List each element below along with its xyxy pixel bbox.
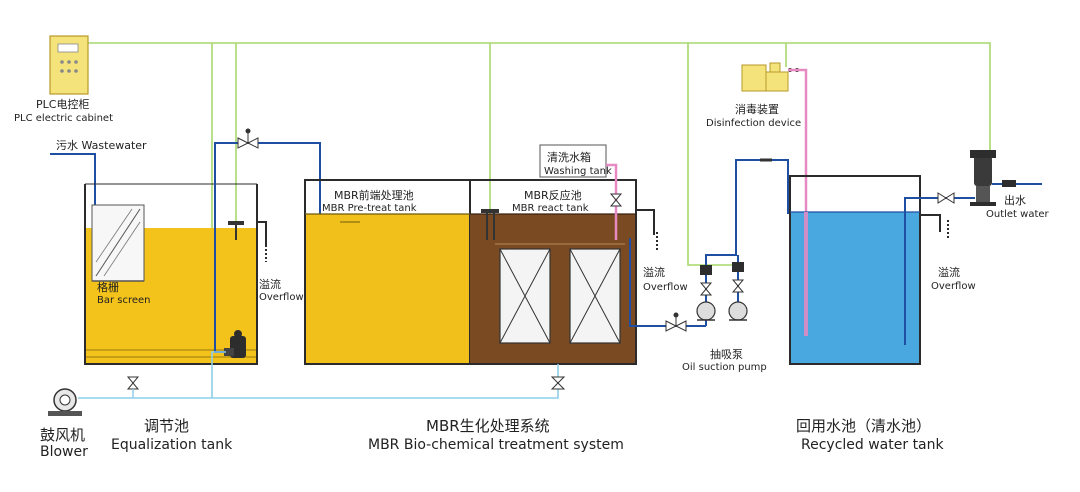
air-pipe-react (260, 364, 559, 399)
plc-label-cn: PLC电控柜 (36, 97, 89, 111)
recycled-tank-water (790, 212, 920, 364)
suction-label-cn: 抽吸泵 (710, 347, 743, 361)
disinfection-label-en: Disinfection device (706, 118, 801, 129)
membrane-module-1 (499, 248, 551, 344)
suction-outlet-pipe (705, 159, 790, 326)
blower-label-cn: 鼓风机 (40, 426, 85, 444)
blower (48, 388, 82, 416)
pretreat-label-cn: MBR前端处理池 (334, 188, 414, 202)
pretreat-label-en: MBR Pre-treat tank (322, 203, 417, 214)
gate-valve-1 (237, 128, 259, 149)
washing-label-en: Washing tank (544, 166, 612, 177)
equalization-title-en: Equalization tank (111, 437, 233, 453)
gate-valve-outlet (937, 192, 955, 204)
suction-pump-1 (696, 265, 716, 321)
overflow-label-3-en: Overflow (931, 281, 976, 292)
wastewater-pipe (50, 153, 96, 228)
mbr-system-title-cn: MBR生化处理系统 (426, 417, 550, 435)
wastewater-label: 污水 Wastewater (56, 139, 147, 152)
air-valve-2 (550, 376, 566, 390)
overflow-label-2-en: Overflow (643, 282, 688, 293)
washing-label-cn: 清洗水箱 (547, 150, 591, 164)
outlet-label-en: Outlet water (986, 209, 1050, 220)
overflow-label-2-cn: 溢流 (643, 265, 665, 279)
recycled-tank (789, 175, 921, 365)
submersible-pump (224, 330, 246, 358)
control-lines (88, 42, 991, 352)
outlet-pump (970, 150, 996, 206)
gate-valve-washing (609, 193, 623, 207)
pretreat-tank-water (305, 214, 470, 364)
disinfection-device (741, 62, 799, 92)
overflow-label-3-cn: 溢流 (938, 265, 960, 279)
air-pipe-equalization (211, 351, 226, 398)
react-label-en: MBR react tank (512, 203, 589, 214)
overflow-label-1-en: Overflow (259, 292, 304, 303)
overflow-label-1-cn: 溢流 (259, 277, 281, 291)
bar-screen-label-cn: 格栅 (97, 280, 119, 294)
plc-label-en: PLC electric cabinet (14, 113, 113, 124)
bar-screen (91, 204, 145, 282)
blower-label-en: Blower (40, 444, 88, 460)
equalization-title-cn: 调节池 (144, 417, 189, 435)
washing-tank (539, 144, 607, 178)
recycled-title-cn: 回用水池（清水池） (796, 417, 931, 435)
suction-pump-2 (728, 262, 748, 321)
air-valve-1 (126, 376, 140, 398)
membrane-module-2 (569, 248, 621, 344)
recycled-title-en: Recycled water tank (801, 437, 945, 453)
mbr-system-title-en: MBR Bio-chemical treatment system (368, 437, 624, 453)
bar-screen-label-en: Bar screen (97, 295, 151, 306)
suction-label-en: Oil suction pump (682, 362, 767, 373)
react-tank (470, 179, 637, 365)
gate-valve-suction (665, 312, 687, 332)
react-label-cn: MBR反应池 (524, 188, 582, 202)
equalization-tank (84, 184, 258, 365)
washing-pipe (606, 163, 618, 240)
plc-cabinet (49, 35, 89, 95)
outlet-label-cn: 出水 (1004, 193, 1026, 207)
disinfection-label-cn: 消毒装置 (735, 102, 779, 116)
